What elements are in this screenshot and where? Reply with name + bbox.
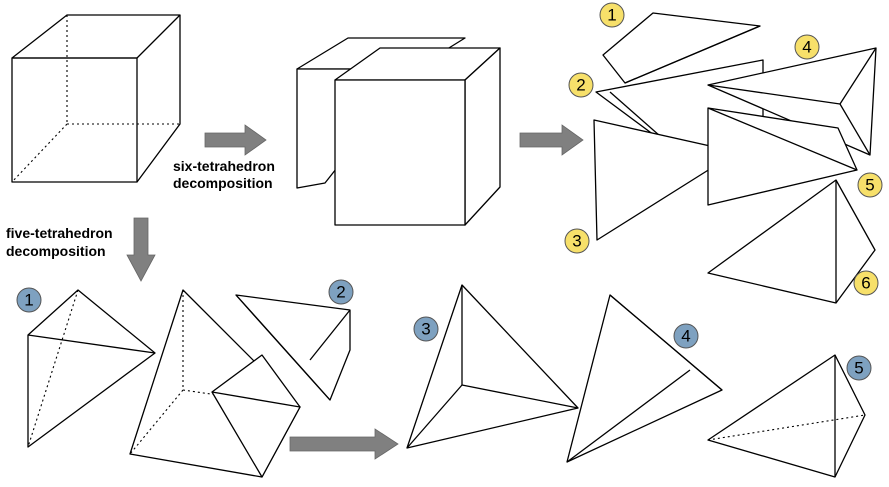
five-badge-4-label: 4 bbox=[681, 327, 690, 346]
six-piece-1 bbox=[602, 12, 761, 84]
five-piece-1 bbox=[27, 289, 156, 448]
five-badge-2-label: 2 bbox=[336, 283, 345, 302]
five-badge-1: 1 bbox=[16, 287, 42, 313]
six-piece-3 bbox=[593, 119, 738, 241]
five-piece-3 bbox=[406, 284, 579, 449]
five-badge-5-label: 5 bbox=[854, 359, 863, 378]
six-badge-3-label: 3 bbox=[572, 232, 581, 251]
arrow-to-six-pieces bbox=[519, 124, 584, 156]
five-piece-5 bbox=[707, 354, 866, 478]
five-label-line1: five-tetrahedron bbox=[6, 225, 113, 241]
six-badge-5-label: 5 bbox=[865, 176, 874, 195]
five-badge-4: 4 bbox=[673, 323, 699, 349]
six-badge-4: 4 bbox=[794, 34, 820, 60]
arrow-to-five-pieces bbox=[126, 217, 156, 282]
six-badge-2: 2 bbox=[568, 72, 594, 98]
six-badge-2-label: 2 bbox=[576, 76, 585, 95]
five-badge-2: 2 bbox=[328, 279, 354, 305]
five-badge-1-label: 1 bbox=[24, 291, 33, 310]
six-badge-5: 5 bbox=[857, 172, 883, 198]
six-badge-6-label: 6 bbox=[861, 274, 870, 293]
arrow-to-six-split bbox=[204, 124, 267, 156]
arrow-between-five-rows bbox=[289, 428, 399, 460]
cube bbox=[11, 14, 181, 183]
five-badge-3: 3 bbox=[413, 316, 439, 342]
five-badge-3-label: 3 bbox=[421, 320, 430, 339]
prism-front bbox=[334, 47, 501, 226]
six-badge-1-label: 1 bbox=[607, 6, 616, 25]
five-piece-4 bbox=[566, 294, 723, 463]
six-badge-1: 1 bbox=[599, 2, 625, 28]
six-badge-3: 3 bbox=[564, 228, 590, 254]
five-piece-2 bbox=[235, 294, 351, 401]
five-badge-5: 5 bbox=[846, 355, 872, 381]
six-piece-6 bbox=[707, 179, 876, 304]
five-piece-small-overlay bbox=[211, 354, 301, 478]
six-piece-5 bbox=[707, 107, 858, 206]
six-label-line2: decomposition bbox=[173, 175, 273, 191]
five-label-line2: decomposition bbox=[6, 243, 106, 259]
six-badge-6: 6 bbox=[853, 270, 879, 296]
six-badge-4-label: 4 bbox=[802, 38, 811, 57]
six-label-line1: six-tetrahedron bbox=[173, 158, 275, 174]
